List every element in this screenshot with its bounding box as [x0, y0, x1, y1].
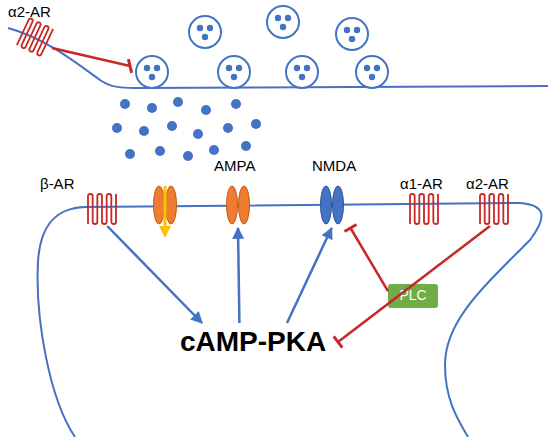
glutamate-dot: [120, 99, 130, 109]
receptor-helices: [410, 194, 438, 224]
channel-subunit: [166, 186, 177, 224]
transmitter-dot: [149, 74, 155, 80]
glutamate-dot: [241, 141, 251, 151]
ampa-channel: AMPA: [212, 158, 264, 228]
vesicle-outline: [136, 56, 168, 88]
glutamate-dot: [209, 145, 219, 155]
glutamate-dot: [112, 123, 122, 133]
transmitter-dot: [197, 25, 203, 31]
glutamate-dot: [155, 146, 165, 156]
receptor-label: α1-AR: [400, 176, 443, 193]
vesicle: [136, 56, 168, 88]
vesicle-outline: [356, 56, 388, 88]
postsynaptic-membrane: [38, 203, 542, 437]
vesicle: [267, 6, 299, 38]
receptor-helices: [17, 18, 53, 56]
signaling-pathway: cAMP-PKA: [168, 323, 338, 361]
channel-symbol: [320, 185, 344, 225]
receptor-helices: [88, 194, 116, 224]
transmitter-dot: [294, 65, 300, 71]
vesicle-outline: [189, 16, 221, 48]
receptor-label: α2-AR: [8, 4, 51, 21]
vesicle-outline: [267, 6, 299, 38]
receptor-label: NMDA: [312, 158, 356, 175]
glutamate-dot: [223, 123, 233, 133]
inhibition-connector: [338, 226, 490, 342]
receptor-label: α2-AR: [466, 176, 509, 193]
receptor-symbol: [480, 194, 508, 224]
inhibition-bar: [128, 59, 131, 73]
vesicle: [356, 56, 388, 88]
enzyme-box: PLC: [388, 284, 438, 308]
glutamate-dot: [147, 103, 157, 113]
node-title: cAMP-PKA: [168, 323, 338, 361]
transmitter-dot: [275, 15, 281, 21]
vesicle: [218, 56, 250, 88]
transmitter-dot: [226, 65, 232, 71]
receptor-label: AMPA: [214, 158, 255, 175]
glutamate-cloud: [112, 97, 261, 161]
transmitter-dot: [349, 36, 355, 42]
channel-symbol: [226, 185, 250, 225]
inhibition-line: [52, 48, 130, 66]
transmitter-dot: [285, 15, 291, 21]
transmitter-dot: [236, 65, 242, 71]
alpha2-receptor: α2-AR: [4, 4, 70, 64]
transmitter-dot: [304, 65, 310, 71]
receptor-symbol: [88, 194, 116, 224]
channel-subunit: [333, 186, 344, 224]
nmda-channel: NMDA: [310, 158, 364, 228]
ion-flow-arrow: [164, 186, 167, 228]
vesicle: [286, 56, 318, 88]
vesicle: [189, 16, 221, 48]
node-title: PLC: [388, 284, 438, 308]
inhibition-connector: [351, 228, 389, 291]
glutamate-dot: [183, 151, 193, 161]
channel-subunit: [239, 186, 250, 224]
vesicle-outline: [286, 56, 318, 88]
glutamate-dot: [173, 97, 183, 107]
activation-arrow: [107, 226, 202, 323]
transmitter-dot: [364, 65, 370, 71]
transmitter-dot: [369, 74, 375, 80]
glutamate-dot: [193, 129, 203, 139]
receptor-symbol: [410, 194, 438, 224]
channel-subunit: [321, 186, 332, 224]
beta-receptor: β-AR: [40, 176, 124, 226]
receptor-helices: [480, 194, 508, 224]
transmitter-dot: [144, 65, 150, 71]
transmitter-dot: [154, 65, 160, 71]
ion-flow-arrowhead: [159, 226, 171, 238]
transmitter-dot: [299, 74, 305, 80]
glutamate-dot: [231, 99, 241, 109]
receptor-label: β-AR: [40, 176, 74, 193]
activation-arrow: [238, 228, 239, 323]
transmitter-dot: [344, 27, 350, 33]
glutamate-dot: [167, 121, 177, 131]
transmitter-dot: [354, 27, 360, 33]
transmitter-dot: [207, 25, 213, 31]
vesicle: [336, 18, 368, 50]
transmitter-dot: [374, 65, 380, 71]
receptor-symbol: [22, 22, 48, 52]
glutamate-dot: [201, 105, 211, 115]
alpha2-receptor: α2-AR: [466, 176, 526, 226]
glutamate-dot: [251, 119, 261, 129]
vesicle-outline: [336, 18, 368, 50]
alpha1-receptor: α1-AR: [398, 176, 458, 226]
channel-subunit: [154, 186, 165, 224]
transmitter-dot: [280, 24, 286, 30]
transmitter-dot: [202, 34, 208, 40]
activation-arrow: [287, 228, 332, 323]
vesicle-outline: [218, 56, 250, 88]
channel-subunit: [227, 186, 238, 224]
transmitter-dot: [231, 74, 237, 80]
glutamate-dot: [139, 126, 149, 136]
glutamate-dot: [125, 149, 135, 159]
